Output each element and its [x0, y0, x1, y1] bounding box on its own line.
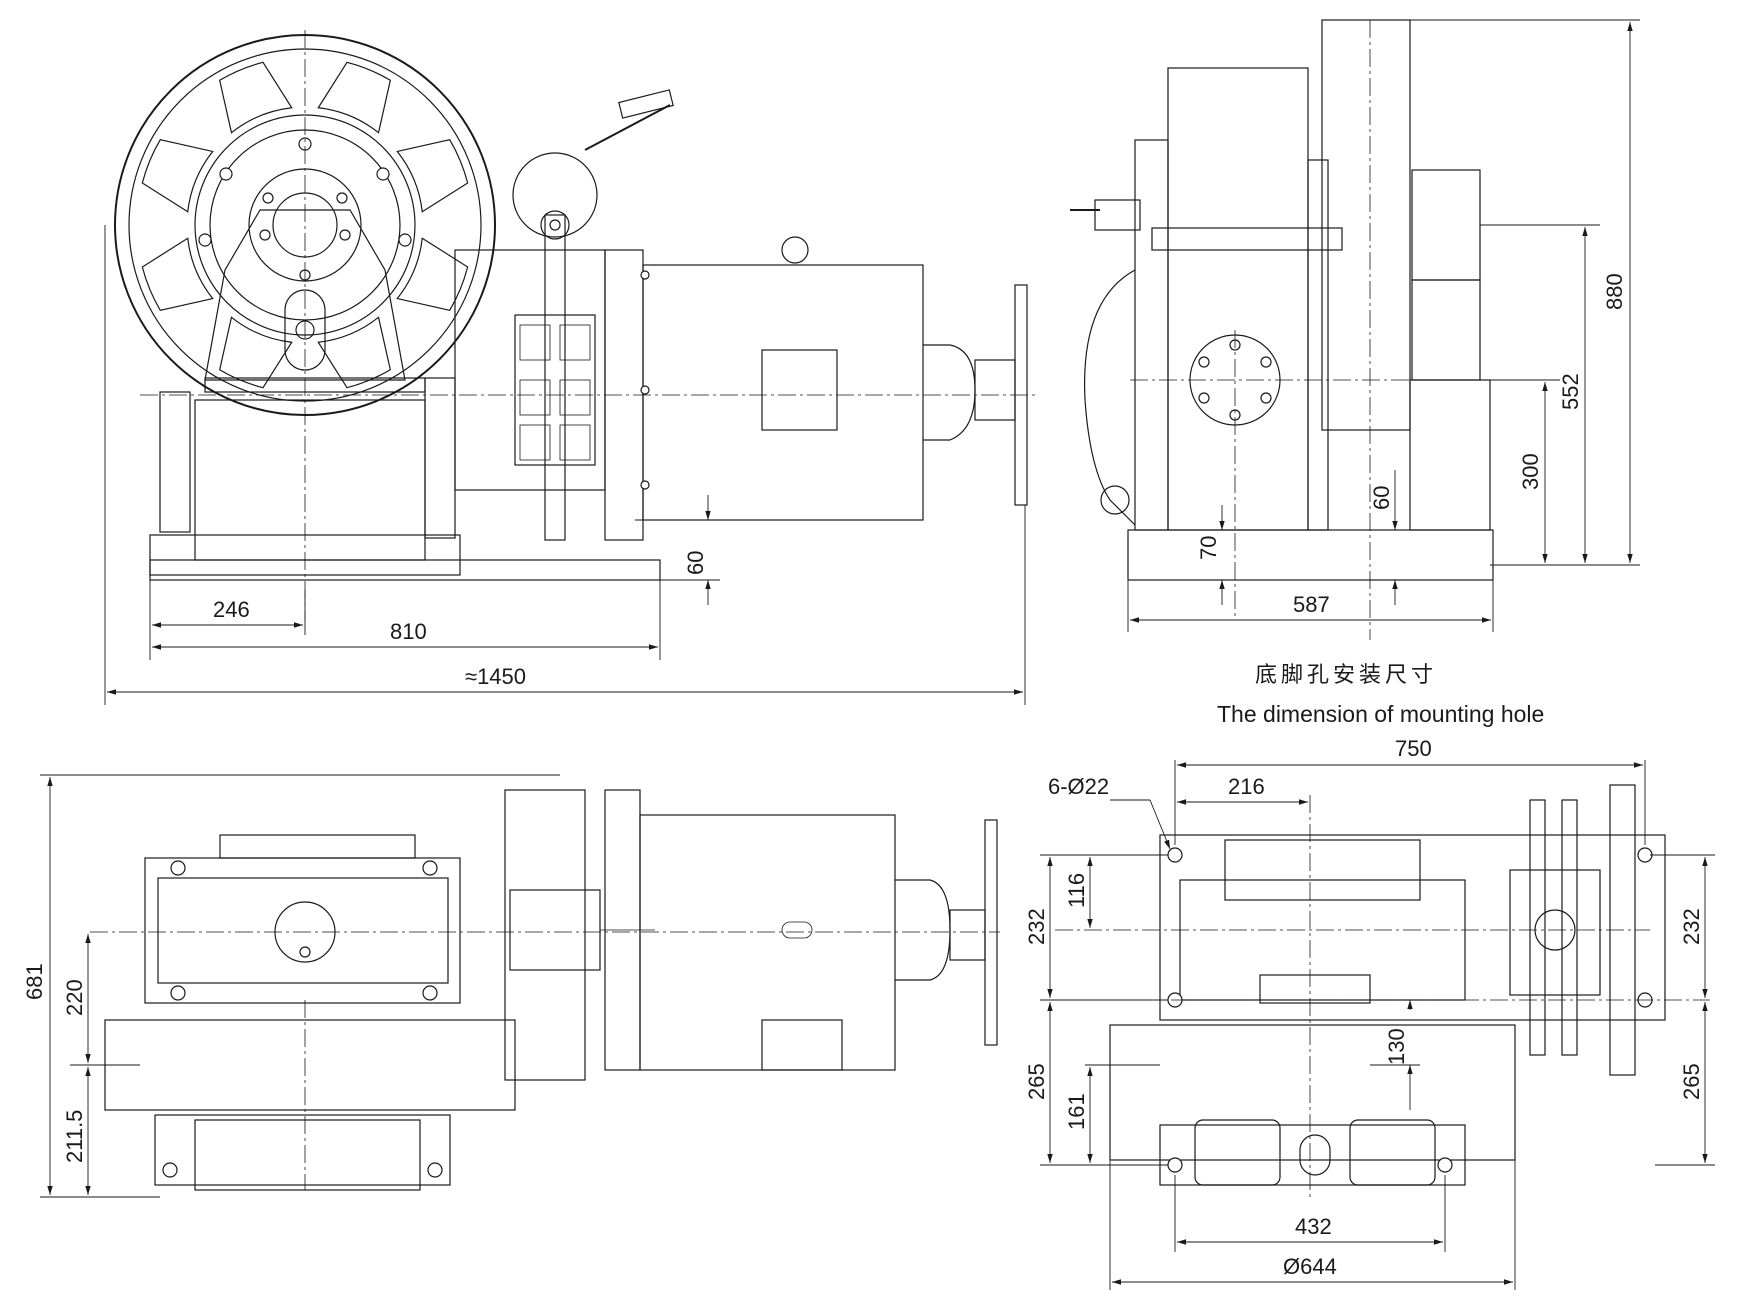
dim-681: 681 [22, 963, 47, 1000]
top-view: 681 220 211.5 [22, 774, 1000, 1198]
dim-216: 216 [1228, 774, 1265, 799]
side-view: 880 552 300 70 60 587 [1070, 19, 1640, 640]
dim-211-5: 211.5 [62, 1110, 87, 1163]
dim-1450: ≈1450 [465, 664, 526, 689]
dim-116: 116 [1064, 873, 1089, 908]
sheave-spoke-window [141, 138, 214, 213]
dim-60-side: 60 [1369, 486, 1394, 510]
dim-161: 161 [1064, 1093, 1089, 1130]
dim-750: 750 [1395, 736, 1432, 761]
dim-60-front: 60 [683, 551, 708, 575]
sheave-spoke-window [317, 61, 392, 134]
dim-220: 220 [62, 979, 87, 1016]
sheave-spoke-window [317, 316, 392, 389]
dim-432: 432 [1295, 1214, 1332, 1239]
dim-246: 246 [213, 597, 250, 622]
dim-232-left: 232 [1024, 908, 1049, 945]
sheave-spoke-window [396, 237, 469, 312]
dim-644: Ø644 [1283, 1254, 1337, 1279]
mounting-title-en: The dimension of mounting hole [1217, 701, 1544, 727]
dim-70: 70 [1196, 536, 1221, 560]
dim-300: 300 [1518, 453, 1543, 490]
dim-265-right: 265 [1679, 1063, 1704, 1100]
dim-810: 810 [390, 619, 427, 644]
dim-232-right: 232 [1679, 908, 1704, 945]
sheave-spoke-window [218, 61, 293, 134]
dim-587: 587 [1293, 592, 1330, 617]
dim-265-left: 265 [1024, 1063, 1049, 1100]
dim-880: 880 [1602, 273, 1627, 310]
holes-spec: 6-Ø22 [1048, 774, 1109, 799]
sheave-spoke-window [218, 316, 293, 389]
sheave-spoke-window [141, 237, 214, 312]
front-view: 246 810 ≈1450 60 [104, 30, 1035, 705]
mounting-hole-view: 750 216 6-Ø22 232 116 265 161 130 232 26… [1024, 736, 1715, 1290]
sheave-spoke-window [396, 138, 469, 213]
dim-552: 552 [1558, 373, 1583, 410]
mounting-title-cn: 底脚孔安装尺寸 [1255, 663, 1437, 688]
dim-130: 130 [1384, 1028, 1409, 1065]
